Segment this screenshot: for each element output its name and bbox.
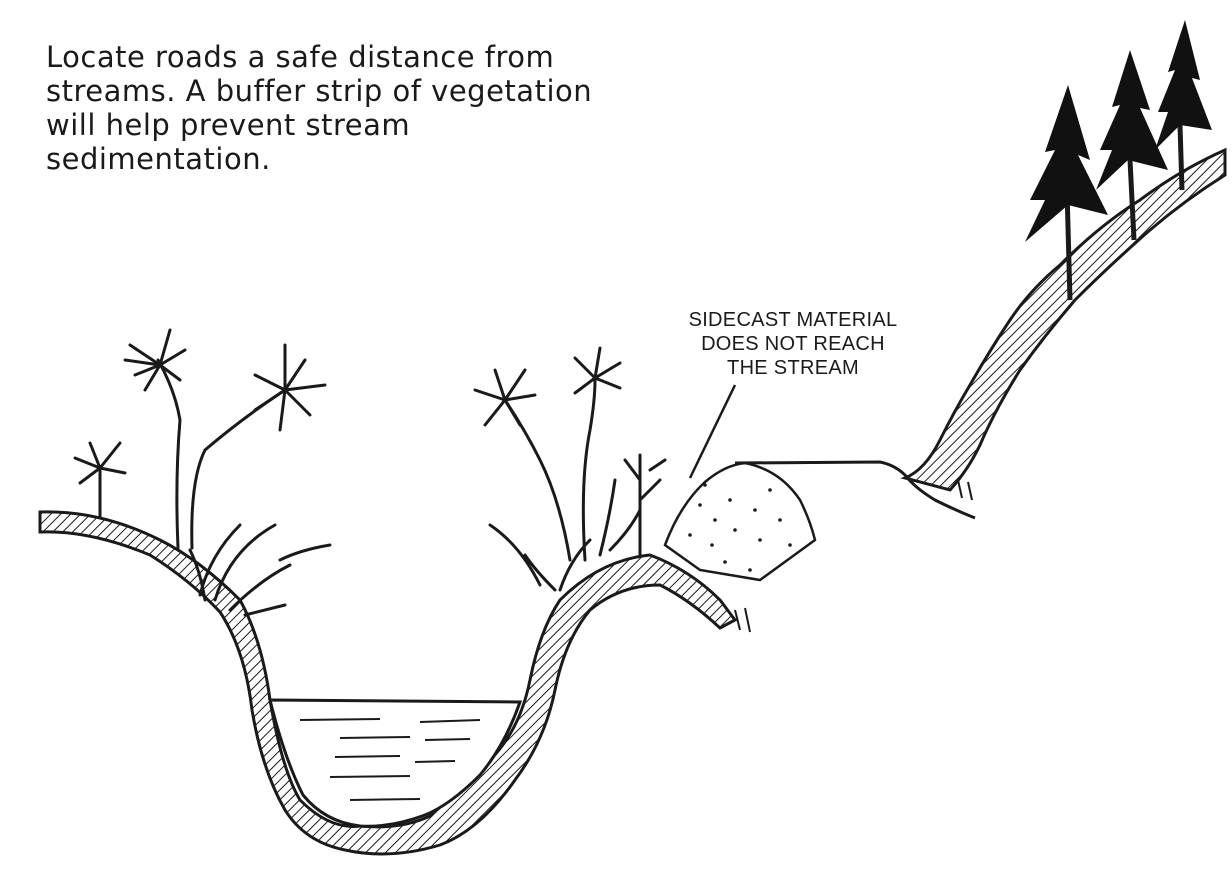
caption-line: will help prevent stream: [46, 108, 726, 142]
right-bank-vegetation: [475, 348, 665, 590]
caption-line: Locate roads a safe distance from: [46, 40, 726, 74]
caption-line: sedimentation.: [46, 142, 726, 176]
caption-line: streams. A buffer strip of vegetation: [46, 74, 726, 108]
callout-line: SIDECAST MATERIAL: [628, 308, 958, 332]
sidecast-material-mound: [665, 463, 815, 580]
callout-leader-line: [690, 385, 735, 478]
sidecast-callout-label: SIDECAST MATERIAL DOES NOT REACH THE STR…: [628, 308, 958, 380]
callout-line: DOES NOT REACH: [628, 332, 958, 356]
caption-text: Locate roads a safe distance from stream…: [46, 40, 726, 176]
callout-line: THE STREAM: [628, 356, 958, 380]
